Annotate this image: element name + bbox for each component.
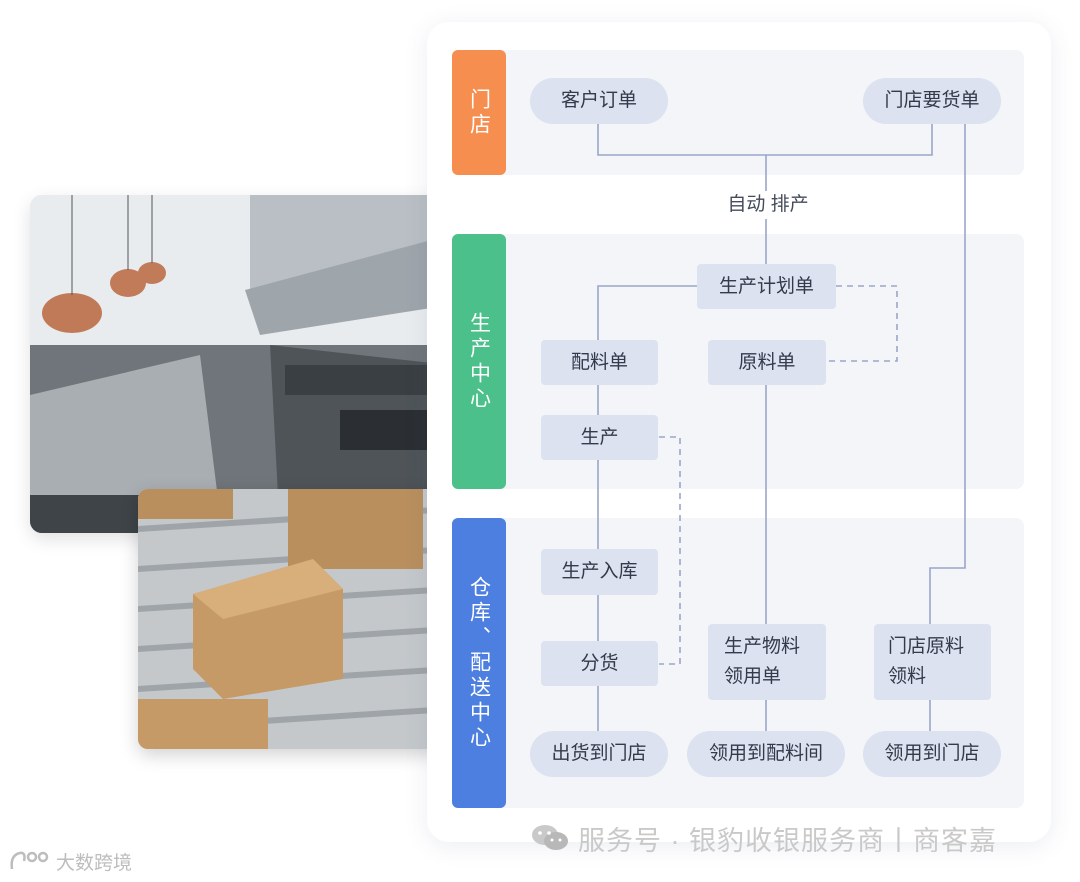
boxes-conveyor-photo bbox=[138, 489, 450, 749]
section-warehouse-label: 仓库、配送中心 bbox=[452, 518, 506, 808]
batching-sheet-node: 配料单 bbox=[541, 340, 658, 385]
receive-to-store-node: 领用到门店 bbox=[863, 731, 1001, 777]
distribution-node: 分货 bbox=[541, 641, 658, 686]
receive-to-batching-node: 领用到配料间 bbox=[687, 731, 845, 777]
section-production-label: 生产中心 bbox=[452, 234, 506, 489]
auto-schedule-label: 自动 排产 bbox=[718, 191, 818, 219]
watermark: 服务号 · 银豹收银服务商丨商客嘉 bbox=[530, 818, 997, 858]
brand: 大数跨境 bbox=[8, 846, 132, 876]
production-node: 生产 bbox=[541, 415, 658, 460]
store-request-node: 门店要货单 bbox=[863, 78, 1001, 124]
production-material-requisition-node: 生产物料 领用单 bbox=[708, 624, 826, 700]
brand-text: 大数跨境 bbox=[56, 852, 133, 874]
watermark-text: 服务号 · 银豹收银服务商丨商客嘉 bbox=[578, 825, 997, 856]
production-plan-node: 生产计划单 bbox=[697, 264, 836, 309]
production-inbound-node: 生产入库 bbox=[541, 549, 658, 595]
ship-to-store-node: 出货到门店 bbox=[530, 731, 668, 777]
raw-material-sheet-node: 原料单 bbox=[708, 340, 826, 385]
store-raw-material-node: 门店原料 领料 bbox=[874, 624, 991, 700]
brand-logo-icon bbox=[10, 851, 49, 870]
wechat-icon bbox=[532, 825, 568, 850]
section-store-label: 门店 bbox=[452, 50, 506, 175]
kitchen-photo bbox=[30, 195, 450, 533]
customer-order-node: 客户订单 bbox=[530, 78, 668, 124]
